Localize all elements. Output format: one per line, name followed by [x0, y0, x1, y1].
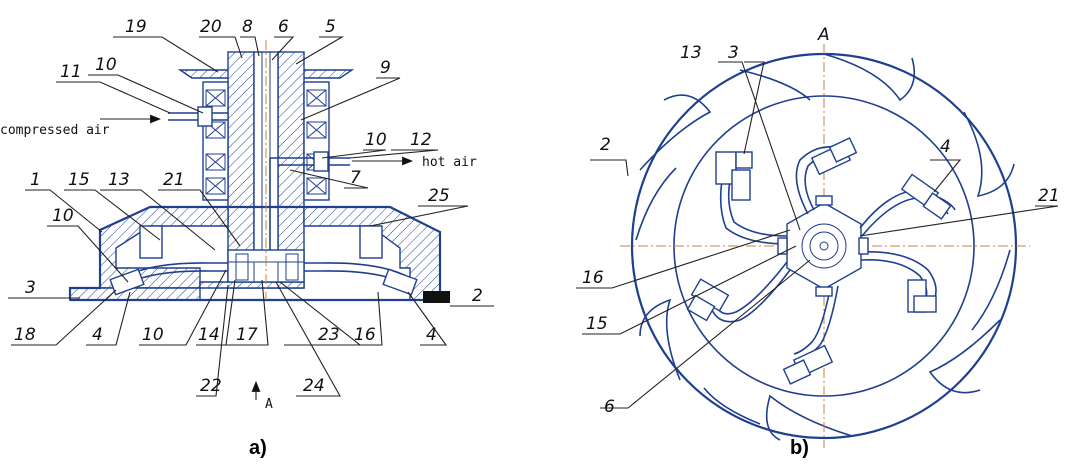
callout-13: 13 [108, 170, 130, 190]
callout-18: 18 [14, 325, 36, 345]
leader-lines-b [576, 61, 1059, 409]
hex-hub [786, 202, 862, 290]
callout-23: 23 [318, 325, 340, 345]
callout-21: 21 [163, 170, 185, 190]
callout-7: 7 [350, 168, 361, 188]
caption-b: b) [790, 437, 809, 459]
bearing-stack-right [303, 81, 330, 201]
callout-b-16: 16 [582, 268, 604, 288]
note-hot-air: hot air [422, 155, 477, 170]
callout-10-bottom: 10 [142, 325, 164, 345]
callout-24: 24 [303, 376, 325, 396]
nozzle-tip-2 [423, 291, 450, 303]
callout-8: 8 [242, 17, 253, 37]
nozzle-blocks [686, 137, 952, 385]
callout-11: 11 [60, 62, 82, 82]
note-compressed-air: compressed air [0, 123, 110, 138]
callout-10-right: 10 [365, 130, 387, 150]
chamber-left [139, 225, 163, 259]
callout-9: 9 [380, 58, 391, 78]
leader-lines-a [8, 36, 494, 397]
callout-b-6: 6 [604, 397, 615, 417]
callout-6: 6 [278, 17, 289, 37]
callout-15: 15 [68, 170, 90, 190]
callout-b-3: 3 [728, 43, 739, 63]
callout-1: 1 [30, 170, 41, 190]
bearing-stack-left [202, 81, 229, 201]
spiral-vanes [635, 53, 1015, 441]
view-marker-a: A [265, 397, 273, 412]
callout-5: 5 [325, 17, 336, 37]
callout-22: 22 [200, 376, 222, 396]
callout-19: 19 [125, 17, 147, 37]
callout-b-4: 4 [940, 137, 951, 157]
panel-a-section-view [8, 36, 494, 400]
tube-end-right [382, 268, 418, 296]
callout-b-15: 15 [586, 314, 608, 334]
callout-10-top: 10 [95, 55, 117, 75]
callout-b-2: 2 [600, 135, 611, 155]
callout-4-left: 4 [92, 325, 103, 345]
view-label-a: A [817, 25, 830, 45]
callout-17: 17 [236, 325, 258, 345]
tube-end-left [109, 268, 145, 296]
callout-3: 3 [25, 278, 36, 298]
chamber-right [359, 225, 383, 259]
callout-4-right: 4 [426, 325, 437, 345]
callout-b-13: 13 [680, 43, 702, 63]
callout-12: 12 [410, 130, 432, 150]
callout-25: 25 [428, 186, 450, 206]
callout-16: 16 [354, 325, 376, 345]
callout-20: 20 [200, 17, 222, 37]
panel-b-view-a [576, 44, 1059, 448]
callout-2: 2 [472, 286, 483, 306]
callout-14: 14 [198, 325, 220, 345]
callout-10-left: 10 [52, 206, 74, 226]
caption-a: a) [249, 437, 267, 459]
callout-b-21: 21 [1038, 186, 1060, 206]
